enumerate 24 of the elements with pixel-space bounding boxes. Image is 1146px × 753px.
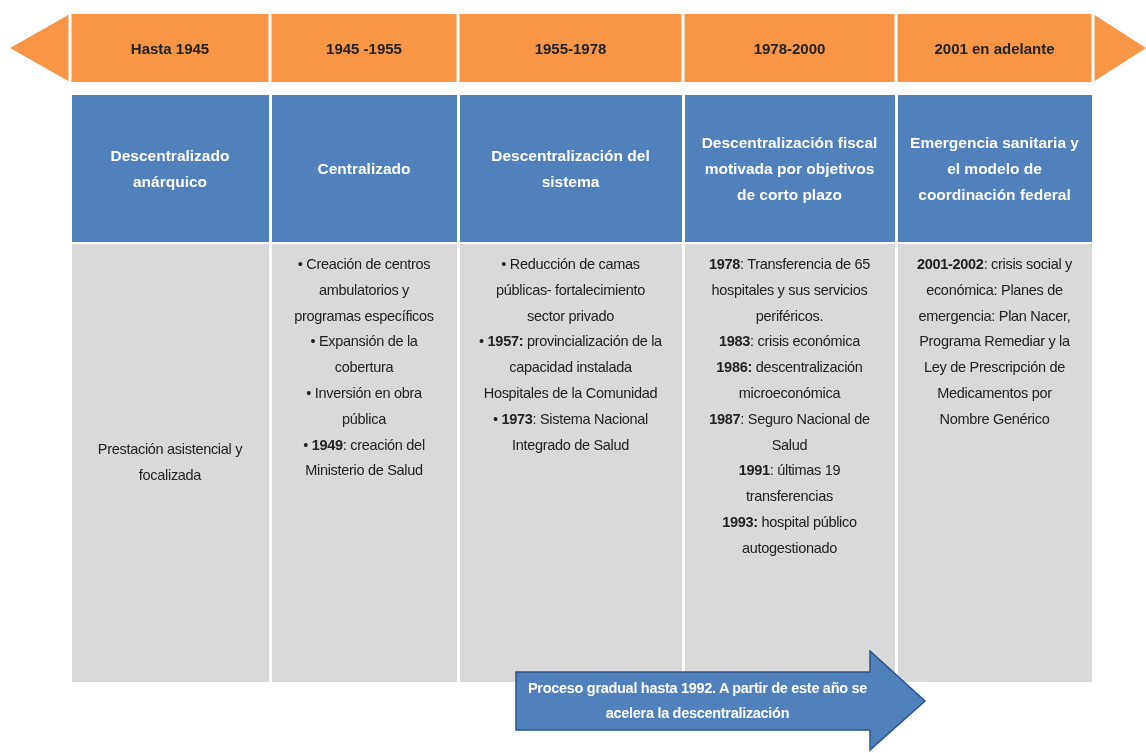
cell-text: 1978: Transferencia de 65 hospitales y sus servicios periféricos. xyxy=(708,255,871,326)
bullet-text: • Expansión de la cobertura xyxy=(309,332,419,378)
period-label: Hasta 1945 xyxy=(129,38,211,59)
cell-text: 1993: hospital público autogestionado xyxy=(721,512,858,558)
bullet-text: • 1973: Sistema Nacional Integrado de Salud xyxy=(491,409,650,455)
column-heading: Descentralización del sistema xyxy=(490,145,651,192)
cell-text: 2001-2002: crisis social y económica: Planes de emergencia: Plan Nacer, Programa Remediar y la Ley de Prescripción de Medicamentos por Nombre Genérico xyxy=(916,255,1073,429)
cell-text: 1983: crisis económica xyxy=(718,332,862,352)
period-label: 2001 en adelante xyxy=(933,38,1056,59)
period-label: 1978-2000 xyxy=(752,38,827,59)
column-heading: Emergencia sanitaria y el modelo de coordinación federal xyxy=(909,132,1080,205)
period-label: 1955-1978 xyxy=(533,38,608,59)
bullet-text: • 1949: creación del Ministerio de Salud xyxy=(302,435,426,481)
column-heading: Centralizado xyxy=(317,158,411,179)
cell-text: 1986: descentralización microeconómica xyxy=(715,358,864,403)
bullet-text: • Creación de centros ambulatorios y programas específicos xyxy=(293,255,435,326)
cell-text: Prestación asistencial y focalizada xyxy=(96,440,244,485)
column-heading: Descentralizado anárquico xyxy=(109,145,231,192)
column-heading: Descentralización fiscal motivada por objetivos de corto plazo xyxy=(700,132,879,205)
bullet-text: • 1957: provincialización de la capacidad instalada Hospitales de la Comunidad xyxy=(478,332,663,403)
bullet-text: • Inversión en obra pública xyxy=(305,384,423,429)
cell-text: 1987: Seguro Nacional de Salud xyxy=(708,409,871,455)
arrow-label: Proceso gradual hasta 1992. A partir de este año se acelera la descentralización xyxy=(527,679,868,723)
period-label: 1945 -1955 xyxy=(325,38,403,59)
